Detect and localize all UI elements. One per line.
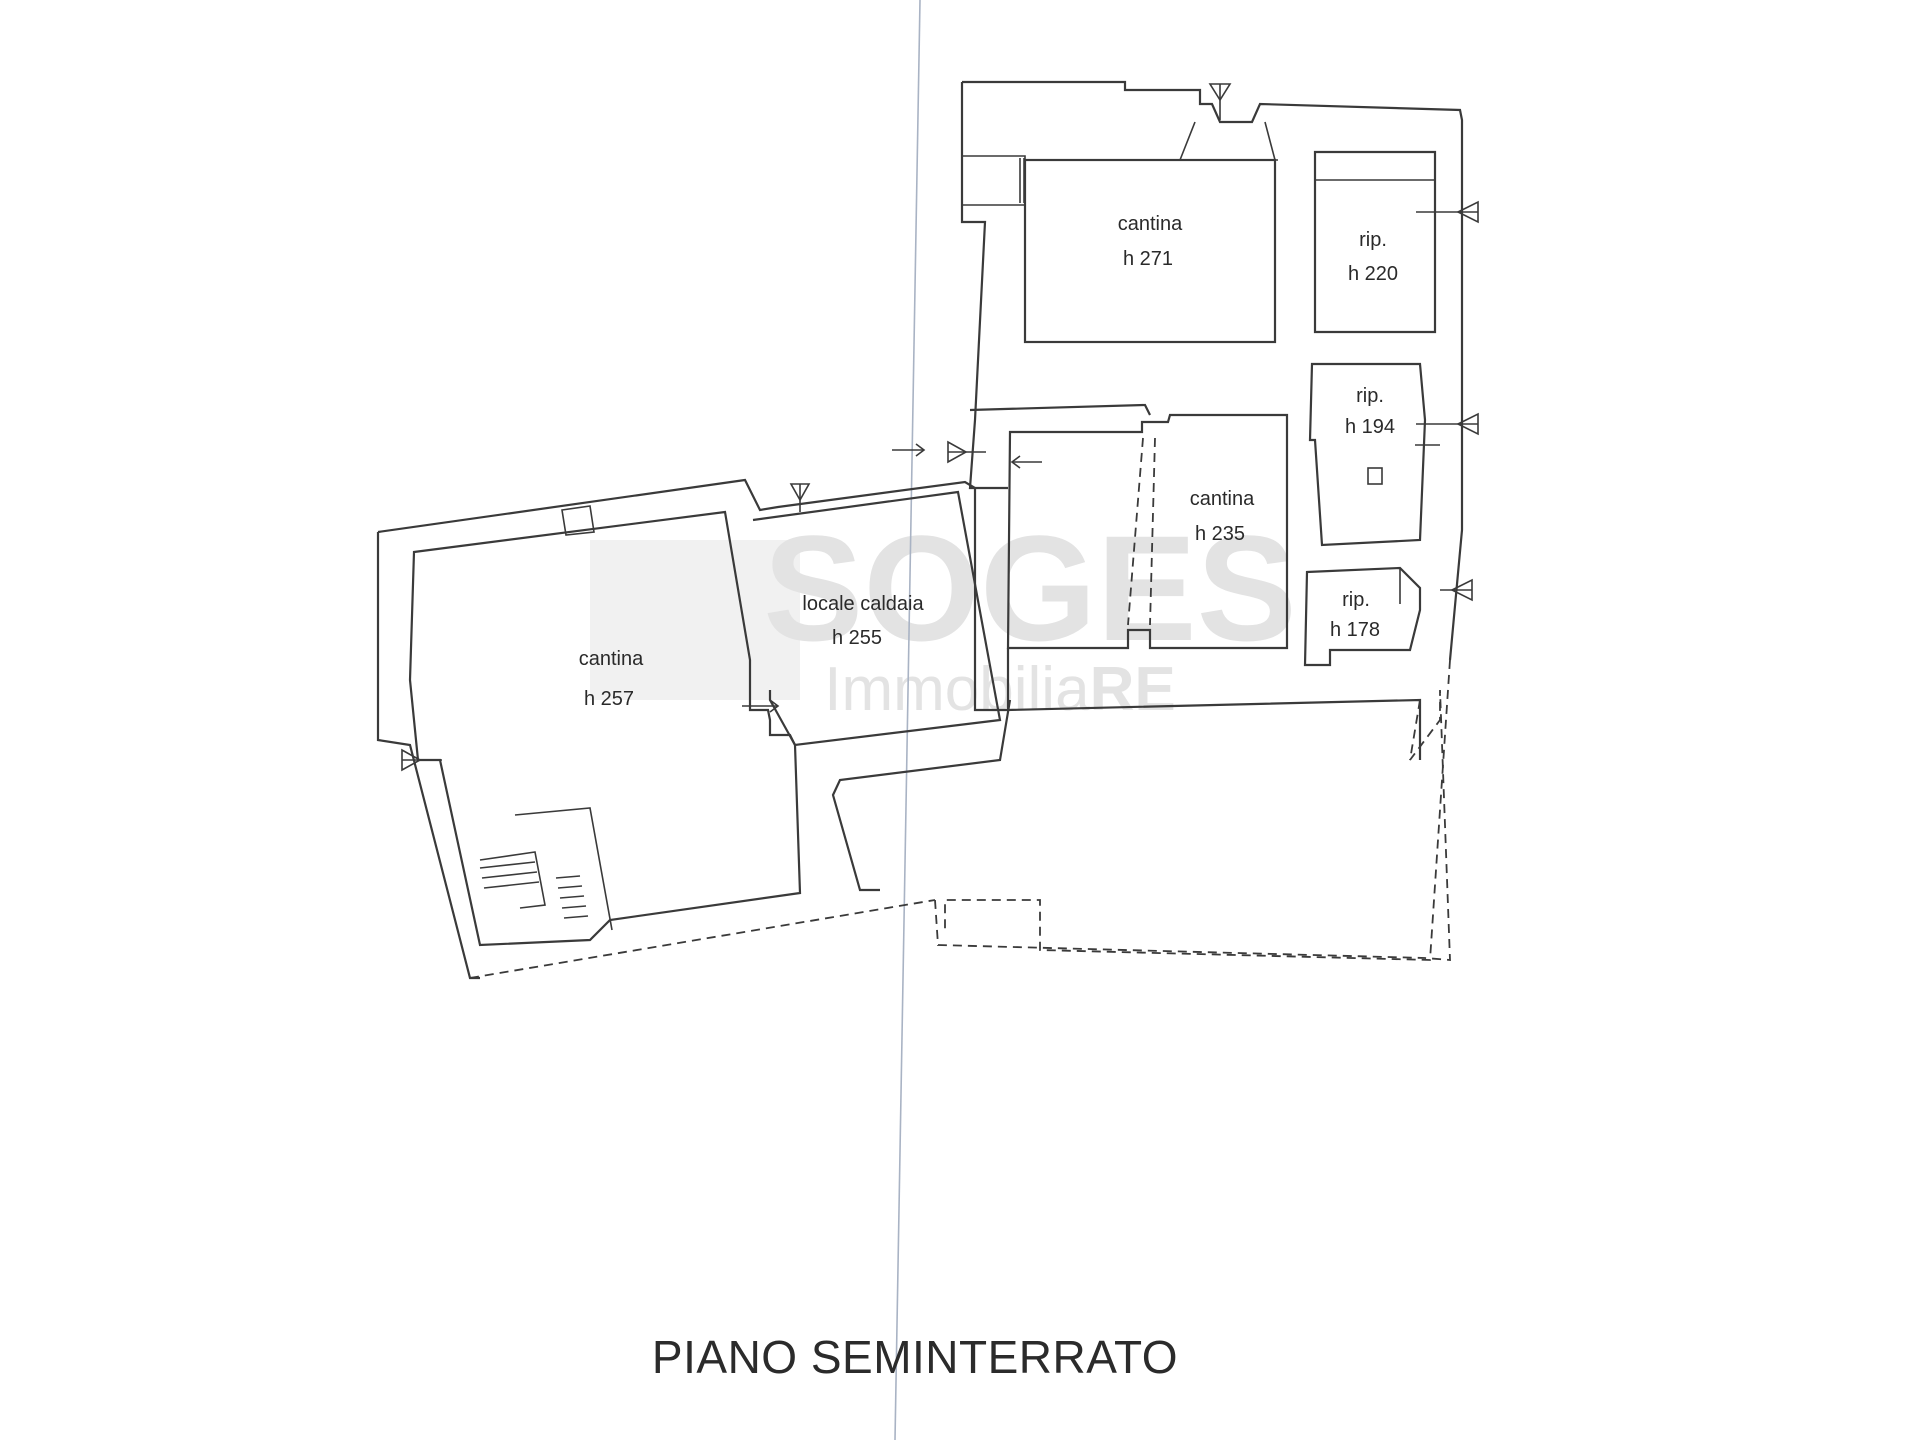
watermark-sub: ImmobiliaRE (824, 655, 1175, 724)
entry-arrow-rip-178 (1440, 578, 1473, 602)
room-name-rip-178: rip. (1342, 589, 1370, 611)
door-arrow-cantina-235 (1010, 455, 1042, 469)
watermark: SOGES ImmobiliaRE (590, 504, 1297, 724)
room-name-locale-caldaia: locale caldaia (802, 593, 924, 615)
entry-arrow-rip-220 (1416, 200, 1479, 224)
room-name-rip-220: rip. (1359, 229, 1387, 251)
room-height-cantina-257: h 257 (584, 688, 634, 710)
room-height-cantina-271: h 271 (1123, 248, 1173, 270)
room-height-rip-220: h 220 (1348, 263, 1398, 285)
entry-arrow-caldaia (789, 483, 811, 512)
entry-arrow-north (1208, 83, 1232, 120)
watermark-logo-mark (590, 540, 800, 700)
room-labels: cantina h 271 rip. h 220 rip. h 194 cant… (579, 213, 1398, 710)
room-height-rip-194: h 194 (1345, 416, 1395, 438)
watermark-brand: SOGES (763, 504, 1297, 672)
fold-line (894, 0, 921, 1440)
room-height-cantina-235: h 235 (1195, 523, 1245, 545)
plan-title: PIANO SEMINTERRATO (651, 1331, 1179, 1383)
right-block-walls (831, 80, 1464, 961)
room-name-cantina-271: cantina (1118, 213, 1183, 235)
room-name-rip-194: rip. (1356, 385, 1384, 407)
entry-arrow-west (401, 748, 442, 772)
room-height-rip-178: h 178 (1330, 619, 1380, 641)
room-height-locale-caldaia: h 255 (832, 627, 882, 649)
entry-arrow-rip-194 (1416, 412, 1479, 436)
room-name-cantina-257: cantina (579, 648, 644, 670)
door-arrow-cantina-257 (742, 699, 780, 713)
room-name-cantina-235: cantina (1190, 488, 1255, 510)
access-symbols (401, 83, 1479, 772)
door-arrow-landing (892, 443, 926, 457)
entry-arrow-corridor (947, 440, 986, 464)
